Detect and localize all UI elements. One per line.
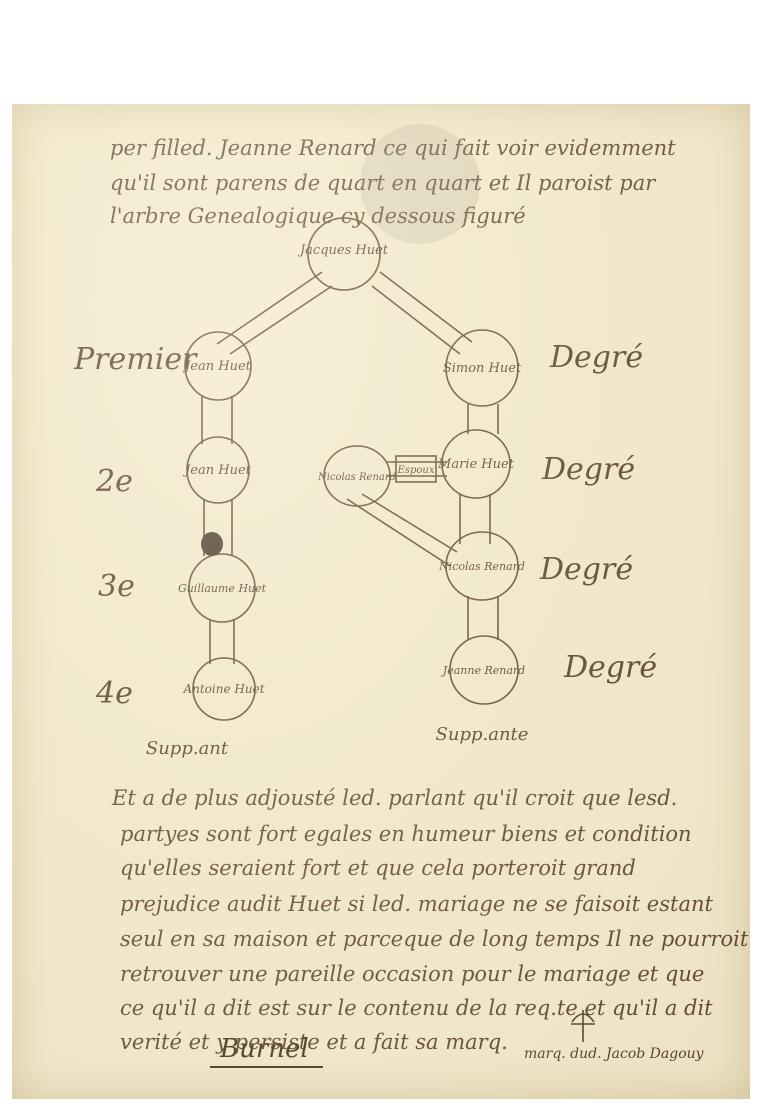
node-right-2-label: Marie Huet xyxy=(437,457,515,472)
degree-label-right-2: Degré xyxy=(542,452,636,487)
spouse-link-box xyxy=(395,455,437,483)
node-left-3-label: Guillaume Huet xyxy=(178,582,267,595)
cross-mark-icon xyxy=(571,1010,595,1042)
text-line-7: prejudice audit Huet si led. mariage ne … xyxy=(120,892,713,916)
genealogy-tree: Jacques Huet Jean Huet Jean Huet Guillau… xyxy=(146,217,529,759)
left-supp-label: Supp.ant xyxy=(146,738,229,759)
degree-label-right-1: Degré xyxy=(550,340,644,375)
node-left-1-label: Jean Huet xyxy=(182,359,252,374)
node-right-3-label: Nicolas Renard xyxy=(438,560,525,573)
node-root-label: Jacques Huet xyxy=(297,243,389,258)
node-right-4-label: Jeanne Renard xyxy=(441,664,525,677)
node-left-4 xyxy=(192,657,256,721)
node-left-2 xyxy=(186,436,250,504)
text-line-6: qu'elles seraient fort et que cela porte… xyxy=(120,856,636,880)
node-right-1-label: Simon Huet xyxy=(443,361,522,376)
text-line-4: Et a de plus adjousté led. parlant qu'il… xyxy=(112,786,678,810)
node-spouse-label: Nicolas Renard xyxy=(317,472,396,483)
text-line-2: qu'il sont parens de quart en quart et I… xyxy=(110,171,656,195)
degree-label-left-3: 3e xyxy=(98,569,135,604)
ink-blot xyxy=(201,532,223,556)
node-left-4-label: Antoine Huet xyxy=(182,682,264,696)
degree-label-right-3: Degré xyxy=(540,552,634,587)
signature: Burnel xyxy=(210,1034,323,1068)
degree-label-left-1: Premier xyxy=(74,342,197,377)
document-page: per filled. Jeanne Renard ce qui fait vo… xyxy=(12,104,750,1099)
node-right-2 xyxy=(441,429,511,499)
stamp-watermark xyxy=(360,124,480,244)
spouse-link-label: Espoux xyxy=(397,465,435,476)
node-right-1 xyxy=(445,329,519,407)
degree-label-left-4: 4e xyxy=(96,676,133,711)
text-line-9: retrouver une pareille occasion pour le … xyxy=(120,962,705,986)
node-left-1 xyxy=(184,331,252,401)
degree-label-left-2: 2e xyxy=(96,464,133,499)
text-line-3: l'arbre Genealogique cy dessous figuré xyxy=(110,204,526,228)
node-root xyxy=(307,217,381,291)
text-line-10: ce qu'il a dit est sur le contenu de la … xyxy=(120,996,713,1020)
text-line-1: per filled. Jeanne Renard ce qui fait vo… xyxy=(110,136,676,160)
degree-label-right-4: Degré xyxy=(564,650,658,685)
node-left-2-label: Jean Huet xyxy=(182,463,252,478)
node-left-3 xyxy=(188,553,256,623)
right-supp-label: Supp.ante xyxy=(436,724,529,745)
node-spouse xyxy=(323,445,391,507)
mark-caption: marq. dud. Jacob Dagouy xyxy=(524,1046,704,1062)
node-right-4 xyxy=(449,635,519,705)
text-line-8: seul en sa maison et parceque de long te… xyxy=(120,927,749,951)
text-line-5: partyes sont fort egales en humeur biens… xyxy=(120,822,692,846)
text-line-11: verité et y persiste et a fait sa marq. xyxy=(120,1030,508,1054)
node-right-3 xyxy=(445,531,519,601)
